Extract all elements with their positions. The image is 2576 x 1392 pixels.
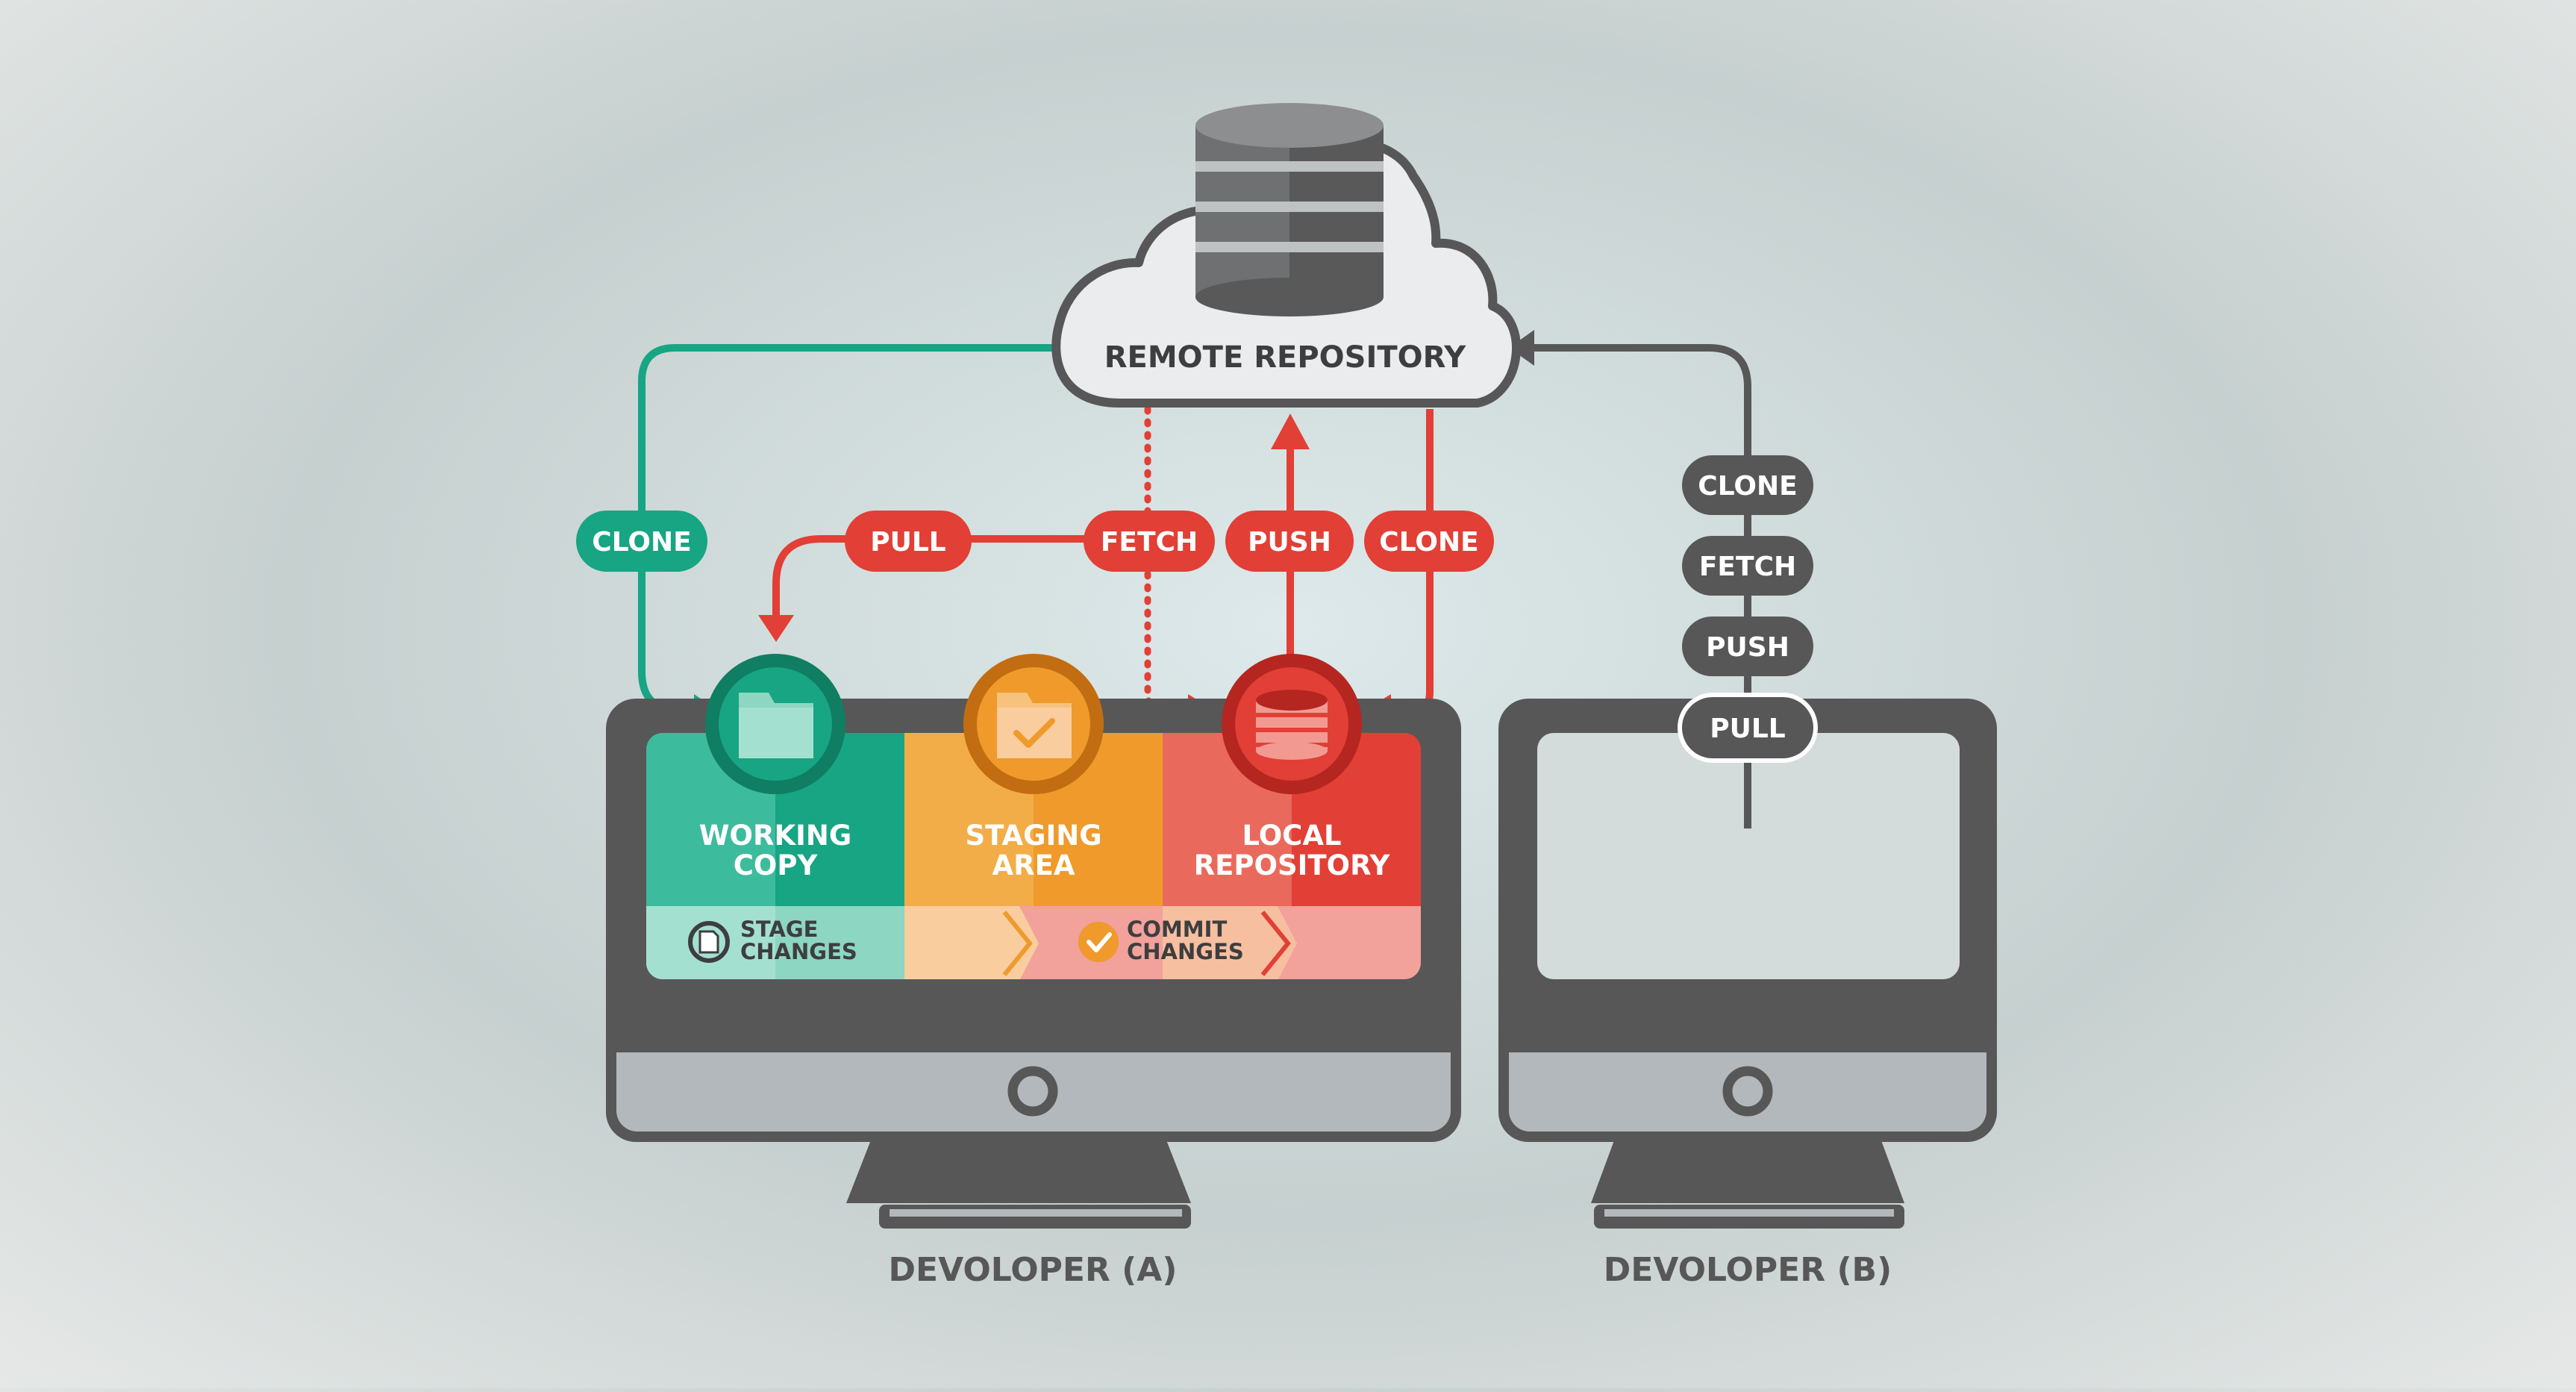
commit-check-icon [1078,922,1119,962]
developer-b-clone-pill[interactable]: CLONE [1682,455,1813,515]
svg-text:CLONE: CLONE [1379,527,1478,558]
stage-changes-icon [688,921,730,963]
developer-b-return-arrowhead [1509,330,1534,366]
local-repository-label-line2: REPOSITORY [1194,849,1391,881]
svg-text:PUSH: PUSH [1706,632,1789,663]
developer-b-monitor [1498,699,1997,1229]
clone-pill[interactable]: CLONE [576,511,707,572]
push-pill[interactable]: PUSH [1225,511,1354,572]
svg-text:CLONE: CLONE [1698,471,1797,502]
stage-changes-label-line1: STAGE [740,917,818,942]
working-copy-badge [705,654,845,794]
svg-text:PUSH: PUSH [1248,527,1331,558]
developer-a-label: DEVOLOPER (A) [889,1251,1178,1289]
svg-text:FETCH: FETCH [1101,527,1198,558]
folder-icon [739,693,813,758]
commit-changes-label-line2: CHANGES [1127,939,1244,964]
pull-arrowhead [758,615,794,642]
developer-b-fetch-pill[interactable]: FETCH [1682,536,1813,596]
staging-area-label-line2: AREA [992,849,1075,881]
svg-text:FETCH: FETCH [1699,552,1796,582]
stage-changes-label-line2: CHANGES [740,939,857,964]
svg-text:CLONE: CLONE [592,527,691,558]
database-icon [1195,103,1384,316]
commit-changes-label-line1: COMMIT [1127,917,1227,942]
pull-connector-line [772,535,1086,618]
staging-area-badge [963,654,1104,794]
remote-repository-label: REMOTE REPOSITORY [1104,340,1467,375]
local-repository-label-line1: LOCAL [1242,820,1341,852]
developer-b-screen [1537,733,1960,979]
folder-check-icon [997,693,1072,758]
developer-b-connector-line [1531,344,1751,828]
developer-b-pull-pill[interactable]: PULL [1678,693,1818,763]
fetch-pill[interactable]: FETCH [1084,511,1215,572]
staging-area-label-line1: STAGING [965,820,1101,852]
local-database-icon [1256,690,1328,760]
developer-b-push-pill[interactable]: PUSH [1682,617,1813,676]
clone-red-pill[interactable]: CLONE [1364,511,1494,572]
local-repository-badge [1222,654,1362,794]
svg-text:PULL: PULL [870,527,946,558]
working-copy-label-line2: COPY [734,849,819,881]
developer-b-label: DEVOLOPER (B) [1604,1251,1892,1289]
pull-pill[interactable]: PULL [845,511,972,572]
svg-text:PULL: PULL [1710,714,1786,744]
push-arrowhead [1271,413,1310,449]
working-copy-label-line1: WORKING [699,820,852,852]
